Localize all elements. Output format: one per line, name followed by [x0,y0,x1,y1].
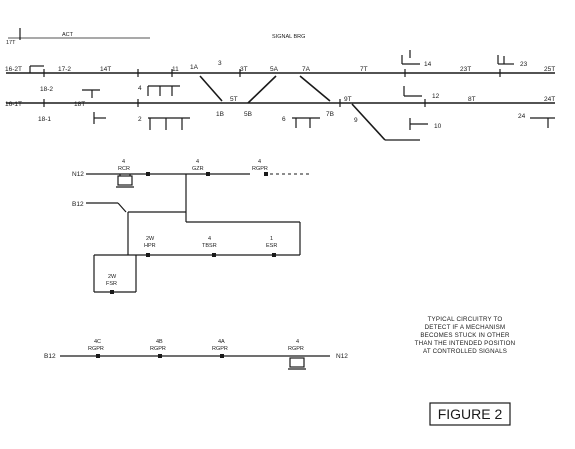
signals-lower [93,112,555,130]
lbl-14: 14 [424,61,432,68]
lbl-18t: 18T [74,101,85,108]
lbl-16-1t: 16-1T [5,101,22,108]
rcr-coil [117,175,133,186]
4b-num: 4B [156,339,163,345]
crossover-1 [199,75,223,102]
4a-num: 4A [218,339,225,345]
4b-name: RGPR [150,346,166,352]
lbl-24t: 24T [544,96,555,103]
rgpr-num: 4 [258,159,261,165]
lbl-17-2: 17-2 [58,66,71,73]
c3-feed-right: N12 [336,353,348,360]
lbl-11: 11 [172,66,179,73]
lbl-9: 9 [354,117,358,124]
lbl-9t: 9T [344,96,352,103]
rgpr-coil [289,357,305,368]
caption-line-5: AT CONTROLLED SIGNALS [423,348,507,355]
rgpr-name: RGPR [252,166,268,172]
lbl-18-2: 18-2 [40,86,53,93]
track-plan: 17T ACT SIGNAL BRG [5,28,555,141]
esr-num: 1 [270,236,273,242]
lbl-8t: 8T [468,96,476,103]
caption-line-4: THAN THE INTENDED POSITION [415,340,516,347]
hpr-num: 2W [146,236,155,242]
lbl-6: 6 [282,116,286,123]
header-mark-1: 17T [6,40,16,46]
signals-upper [29,50,514,73]
caption-line-1: TYPICAL CIRCUITRY TO [428,316,503,323]
4c-name: RGPR [88,346,104,352]
lbl-12: 12 [432,93,440,100]
4-name: RGPR [288,346,304,352]
figure-label: FIGURE 2 [438,406,503,422]
rcr-num: 4 [122,159,125,165]
lbl-7a: 7A [302,66,311,73]
lbl-7t: 7T [360,66,368,73]
gzr-num: 4 [196,159,199,165]
caption-line-3: BECOMES STUCK IN OTHER [420,332,510,339]
tbsr-name: TBSR [202,243,217,249]
lbl-25t: 25T [544,66,555,73]
turnout-9 [351,103,386,141]
rcr-name: RCR [118,166,130,172]
lbl-16-2t: 16-2T [5,66,22,73]
track-labels: 16-2T 17-2 14T 11 1A 3 3T 5A 7A 7T 14 23… [5,60,555,130]
lbl-23t: 23T [460,66,471,73]
lbl-24: 24 [518,113,526,120]
figure-label-box: FIGURE 2 [429,402,511,426]
gzr-name: GZR [192,166,204,172]
lbl-5a: 5A [270,66,279,73]
circuit-2: B12 2W HPR 4 TBSR 1 ESR 2W FSR [72,201,301,294]
lbl-18-1: 18-1 [38,116,51,123]
circuit-1: N12 4 RCR 4 GZR 4 RGPR [72,159,312,223]
signals-middle [82,85,422,98]
4a-name: RGPR [212,346,228,352]
c3-feed-left: B12 [44,353,56,360]
lbl-14t: 14T [100,66,111,73]
c2-feed: B12 [72,201,84,208]
hpr-name: HPR [144,243,156,249]
crossover-7 [299,75,331,102]
fsr-num: 2W [108,274,117,280]
crossover-5 [247,75,277,104]
lbl-23: 23 [520,61,528,68]
lbl-1b: 1B [216,111,224,118]
lbl-1a: 1A [190,64,199,71]
lbl-5b: 5B [244,111,252,118]
insulated-joints [43,69,501,107]
lbl-3t: 3T [240,66,248,73]
header-mark-3: SIGNAL BRG [272,34,305,40]
4c-num: 4C [94,339,101,345]
circuit-3: B12 N12 4C RGPR 4B RGPR 4A RGPR 4 RGPR [44,339,348,370]
lbl-5t: 5T [230,96,238,103]
lbl-7b: 7B [326,111,334,118]
caption-line-2: DETECT IF A MECHANISM [425,324,506,331]
lbl-10: 10 [434,123,442,130]
lbl-2: 2 [138,116,142,123]
caption: TYPICAL CIRCUITRY TO DETECT IF A MECHANI… [415,316,516,355]
4-num: 4 [296,339,299,345]
lbl-3: 3 [218,60,222,67]
esr-name: ESR [266,243,277,249]
tbsr-num: 4 [208,236,211,242]
lbl-4: 4 [138,85,142,92]
fsr-name: FSR [106,281,117,287]
header-mark-2: ACT [62,32,74,38]
c1-feed: N12 [72,171,84,178]
